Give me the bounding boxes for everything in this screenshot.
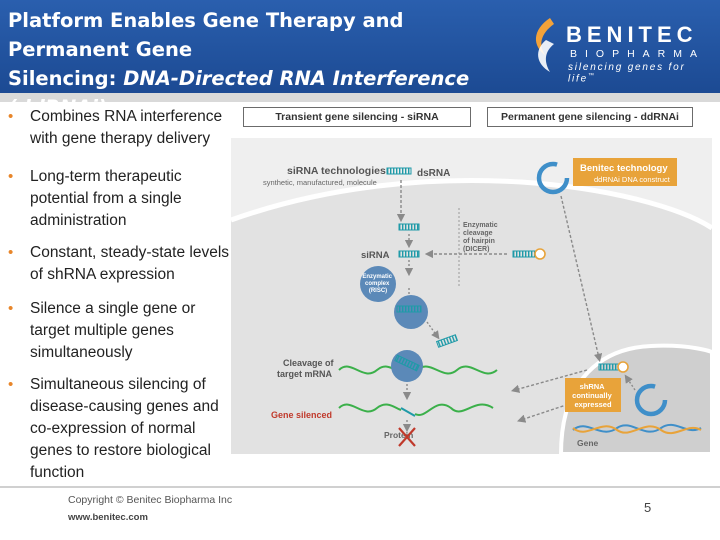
cell-membrane [231,178,712,231]
hairpin-icon [512,250,536,258]
cleaved-mrna-right [414,403,494,416]
footer-divider [0,486,720,488]
bullet-text: Combines RNA interference with gene ther… [30,108,223,147]
arrow-construct-down [560,195,603,363]
bullet-item: • Long-term therapeutic potential from a … [8,166,230,232]
bullet-text: Simultaneous silencing of disease-causin… [30,376,219,481]
title-line-2-plain: Silencing: [8,67,124,90]
bullet-item: • Simultaneous silencing of disease-causi… [8,374,230,484]
label-transient-silencing: Transient gene silencing - siRNA [243,107,471,127]
title-line-2-italic: DNA-Directed RNA Interference (ddRNAi) [8,67,470,119]
bullet-dot-icon: • [8,108,14,125]
arrow-hairpin-export [510,369,588,393]
sirna-duplex-icon [398,250,420,258]
risc-complex-icon [360,266,396,302]
title-line-1: Platform Enables Gene Therapy and Perman… [8,9,404,61]
page-number: 5 [644,500,652,515]
sirna-label: siRNA [361,250,390,261]
gene-silenced-label: Gene silenced [271,410,332,420]
risc-label: Enzymatic complex (RISC) [362,274,393,294]
sirna-tech-subtitle: synthetic, manufactured, molecule [263,178,377,187]
arrow-plasmid-up [624,374,636,391]
bullet-dot-icon: • [8,168,14,185]
protein-label: Protein [384,430,413,440]
cleavage-target-label: Cleavage of target mRNA [277,358,336,379]
gene-dna-strand-1 [572,423,702,433]
copyright-text: Copyright © Benitec Biopharma Inc [68,494,233,506]
logo-tagline: silencing genes for life™ [568,62,714,84]
rnai-mechanism-diagram: siRNA technologies synthetic, manufactur… [231,138,712,454]
bullet-dot-icon: • [8,300,14,317]
bullet-text: Constant, steady-state levels of shRNA e… [30,244,230,283]
shrna-badge [565,378,621,412]
risc-mrna-strand-icon [394,354,420,372]
nuclear-plasmid-icon [634,383,668,417]
hairpin-loop-icon [534,248,546,260]
nuclear-hairpin-icon [598,363,620,371]
arrow-risc-release [426,321,440,340]
gene-dna-strand-2 [572,425,702,435]
logo-wordmark: BENITEC [566,22,698,47]
loaded-risc-strand-icon [396,305,422,313]
ddrnai-construct-label: ddRNAi DNA construct [594,175,671,184]
logo-tagline-text: silencing genes for life [568,62,686,85]
benitec-logo: BENITEC BIOPHARMA silencing genes for li… [528,16,714,84]
label-permanent-silencing: Permanent gene silencing - ddRNAi [487,107,693,127]
bullet-dot-icon: • [8,376,14,393]
protein-blocked-icon [398,427,416,447]
dsrna-duplex-icon [386,167,412,175]
benitec-tech-badge [573,158,677,186]
slide-header [0,0,720,93]
bullet-item: • Silence a single gene or target multipl… [8,298,230,364]
bullet-dot-icon: • [8,244,14,261]
benitec-swirl-icon [535,18,554,72]
shrna-label: shRNA continually expressed [572,382,614,409]
benitec-tech-label: Benitec technology [580,163,668,174]
cleavage-mark [400,407,416,417]
nuclear-hairpin-loop-icon [617,361,629,373]
bullet-text: Silence a single gene or target multiple… [30,300,196,361]
bullet-text: Long-term therapeutic potential from a s… [30,168,182,229]
dsrna-cytoplasm-icon [398,223,420,231]
title-line-2: Silencing: DNA-Directed RNA Interference… [8,64,528,122]
bullet-item: • Combines RNA interference with gene the… [8,106,230,150]
logo-tm: ™ [587,73,596,79]
header-divider [0,93,720,102]
logo-subtitle: BIOPHARMA [570,48,706,60]
gene-label: Gene [577,438,599,448]
released-strand-icon [435,334,459,348]
cleaved-mrna-left [338,403,402,413]
enzymatic-cleavage-label: Enzymatic cleavage of hairpin (DICER) [463,222,500,253]
website-link[interactable]: www.benitec.com [68,512,148,523]
slide-title: Platform Enables Gene Therapy and Perman… [8,6,528,122]
bullet-item: • Constant, steady-state levels of shRNA … [8,242,230,286]
ddrnai-plasmid-icon [536,161,570,195]
sirna-tech-title: siRNA technologies [287,165,386,177]
dsrna-label: dsRNA [417,168,450,179]
